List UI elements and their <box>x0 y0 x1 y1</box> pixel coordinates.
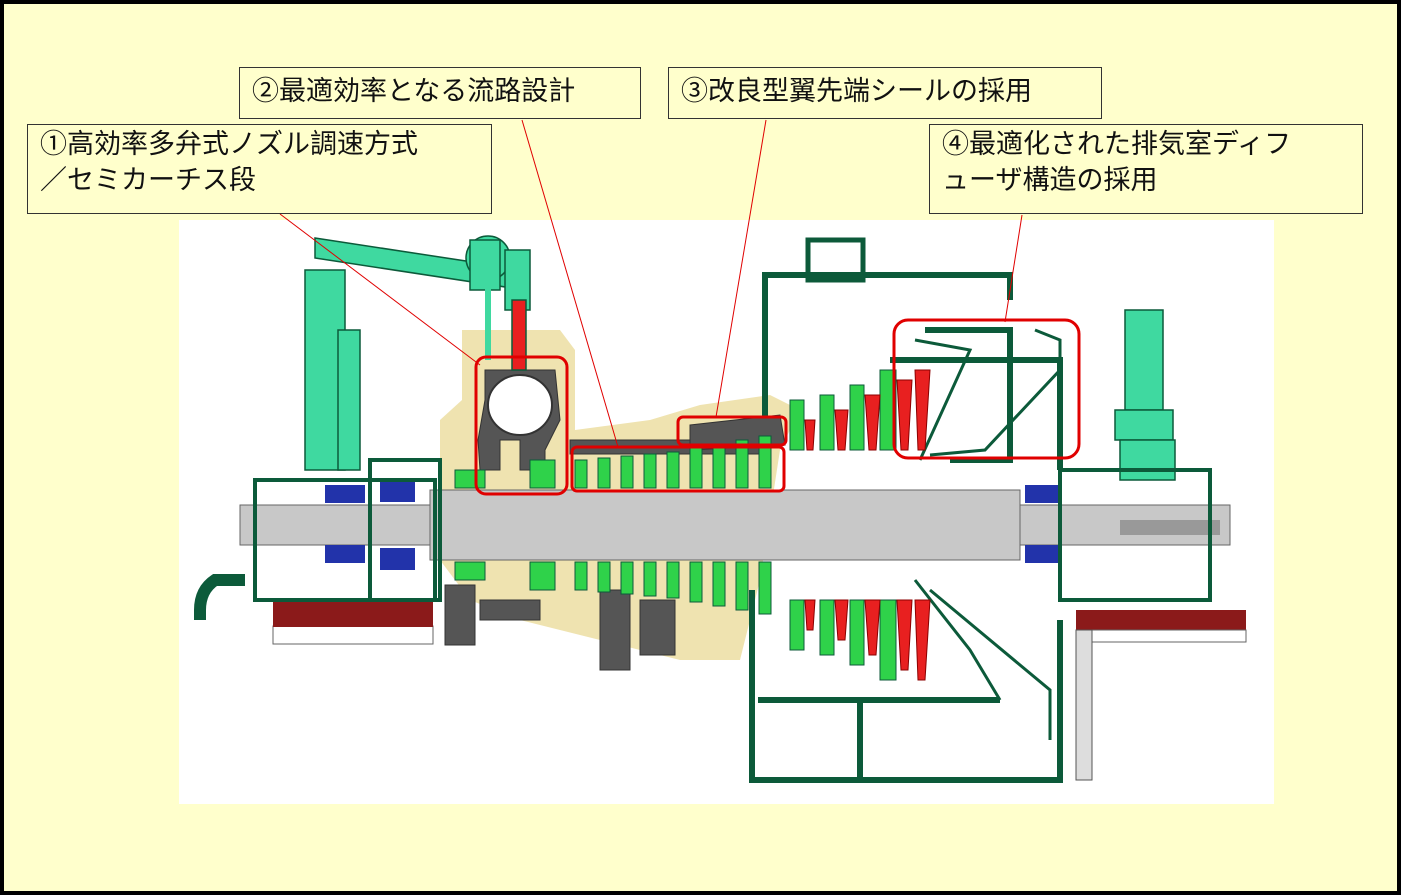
callout-2-text: ②最適効率となる流路設計 <box>252 76 576 107</box>
rear-housing <box>1058 468 1212 602</box>
lp-blades <box>804 369 931 681</box>
callout-3-text: ③改良型翼先端シールの採用 <box>681 76 1032 107</box>
highlight-box-1 <box>474 355 569 496</box>
highlight-box-2 <box>570 445 786 493</box>
callout-2: ②最適効率となる流路設計 <box>239 67 641 119</box>
callout-1-line-1: ①高効率多弁式ノズル調速方式 <box>40 129 418 160</box>
oil-pipe <box>194 574 245 620</box>
bearings <box>325 480 1060 570</box>
callout-4-line-1: ④最適化された排気室ディフ <box>942 129 1292 160</box>
valve-linkage <box>304 235 531 471</box>
rear-pedestal <box>1114 309 1176 481</box>
highlight-box-4 <box>892 318 1081 460</box>
highlight-boxes <box>474 318 1081 496</box>
steam-chest <box>487 374 553 436</box>
foundation-left <box>272 600 434 645</box>
leader-lines <box>279 119 1023 448</box>
callout-3: ③改良型翼先端シールの採用 <box>668 67 1102 119</box>
front-pedestal <box>253 458 442 602</box>
exhaust-diffuser <box>913 328 1062 740</box>
callout-1-line-2: ／セミカーチス段 <box>40 165 256 196</box>
callout-4-line-2: ューザ構造の採用 <box>942 165 1158 196</box>
hp-stages <box>454 369 897 681</box>
rotor <box>239 489 1231 561</box>
callout-1: ①高効率多弁式ノズル調速方式 ／セミカーチス段 <box>27 124 492 214</box>
highlight-box-3 <box>676 415 788 447</box>
foundation-right <box>1075 610 1247 781</box>
callout-4: ④最適化された排気室ディフ ューザ構造の採用 <box>929 124 1363 214</box>
